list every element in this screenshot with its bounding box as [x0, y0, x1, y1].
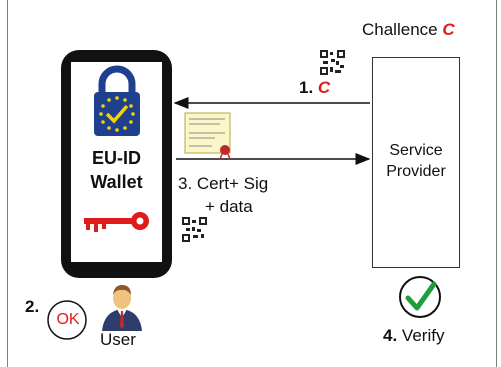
challenge-text: Challence [362, 20, 438, 39]
step3-line1: 3. Cert+ Sig [178, 174, 269, 193]
certificate-icon [184, 112, 231, 160]
step1-symbol: C [317, 78, 331, 97]
wallet-title-line2: Wallet [90, 172, 143, 192]
eu-lock-icon [94, 65, 140, 136]
wallet-title: EU-ID Wallet [71, 146, 162, 194]
step4-text: Verify [401, 326, 445, 345]
step2-number: 2. [25, 297, 40, 316]
right-border [496, 0, 497, 367]
service-provider-line1: Service [389, 142, 443, 159]
ok-circle [47, 300, 87, 340]
ok-label: OK [56, 311, 80, 328]
check-icon [399, 276, 441, 318]
service-provider-line2: Provider [386, 163, 446, 180]
challenge-symbol: C [442, 20, 455, 39]
qr-code-icon [182, 217, 207, 242]
service-provider-label: Service Provider [372, 140, 460, 182]
challenge-label: Challence C [362, 20, 455, 40]
key-icon [84, 212, 149, 232]
wallet-title-line1: EU-ID [92, 148, 141, 168]
step1-label: 1. C [299, 78, 330, 98]
step1-number: 1. [299, 78, 314, 97]
left-border [7, 0, 8, 367]
step4-label: 4. Verify [383, 326, 444, 346]
user-label: User [100, 330, 136, 349]
service-provider-box [372, 57, 460, 268]
step4-number: 4. [383, 326, 398, 345]
step3-line2: + data [205, 197, 253, 216]
qr-code-icon [320, 50, 345, 75]
user-icon [102, 285, 142, 331]
